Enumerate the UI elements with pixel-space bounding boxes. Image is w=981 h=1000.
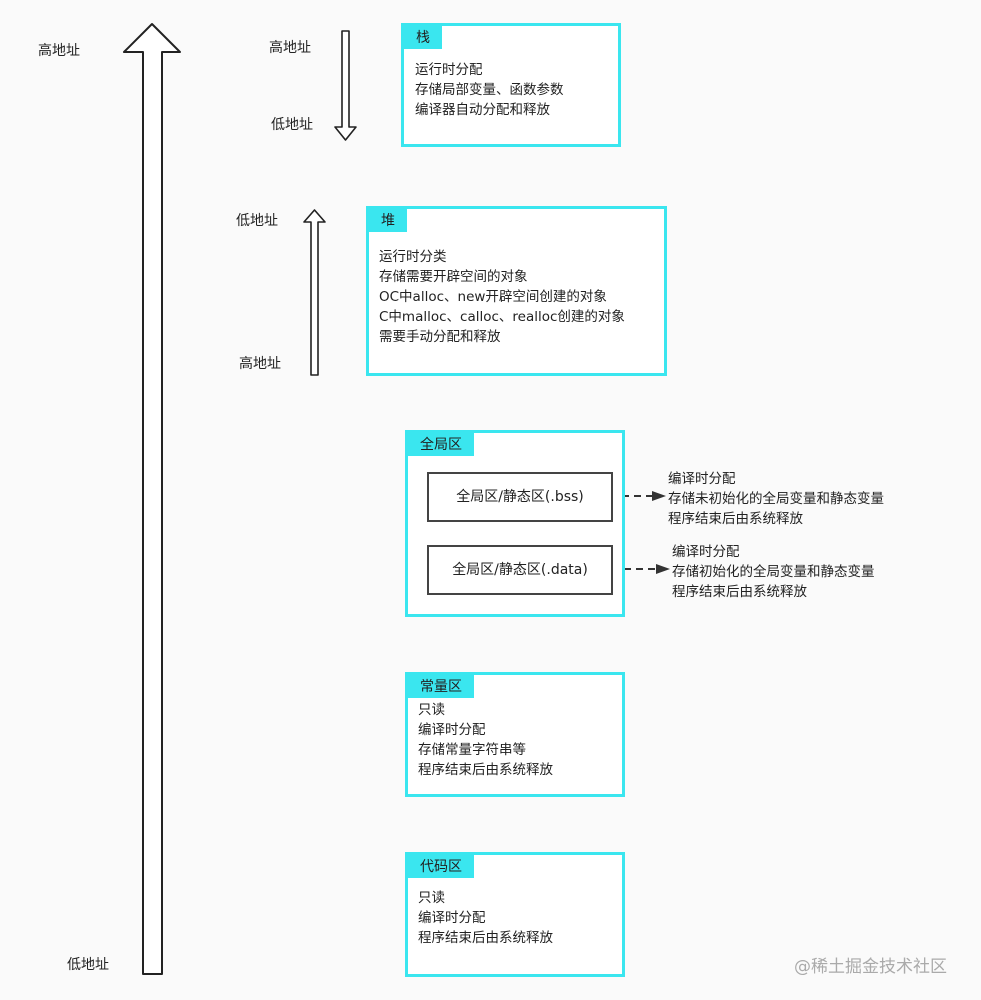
stack-tag: 栈 xyxy=(404,26,442,49)
code-box: 代码区 只读 编译时分配 程序结束后由系统释放 xyxy=(405,852,625,977)
bss-note: 存储未初始化的全局变量和静态变量 xyxy=(668,491,884,507)
address-axis-arrow xyxy=(123,23,181,975)
stack-arrow-top-label: 高地址 xyxy=(269,40,311,56)
code-line: 只读 xyxy=(418,890,445,906)
stack-down-arrow xyxy=(334,30,357,141)
stack-line: 运行时分配 xyxy=(415,62,483,78)
data-note: 编译时分配 xyxy=(672,544,740,560)
code-tag: 代码区 xyxy=(408,855,474,878)
heap-tag: 堆 xyxy=(369,209,407,232)
constant-line: 存储常量字符串等 xyxy=(418,742,526,758)
heap-up-arrow xyxy=(303,209,326,376)
heap-lines: 运行时分类 存储需要开辟空间的对象 OC中alloc、new开辟空间创建的对象 … xyxy=(379,247,625,347)
constant-line: 程序结束后由系统释放 xyxy=(418,762,553,778)
constant-tag: 常量区 xyxy=(408,675,474,698)
bss-note: 编译时分配 xyxy=(668,471,736,487)
constant-line: 只读 xyxy=(418,702,445,718)
data-note: 程序结束后由系统释放 xyxy=(672,584,807,600)
code-line: 编译时分配 xyxy=(418,910,486,926)
heap-line: C中malloc、calloc、realloc创建的对象 xyxy=(379,309,625,325)
constant-line: 编译时分配 xyxy=(418,722,486,738)
bss-notes: 编译时分配 存储未初始化的全局变量和静态变量 程序结束后由系统释放 xyxy=(668,469,884,529)
stack-lines: 运行时分配 存储局部变量、函数参数 编译器自动分配和释放 xyxy=(415,60,564,120)
heap-line: 运行时分类 xyxy=(379,249,447,265)
axis-top-label: 高地址 xyxy=(38,43,80,59)
constant-box: 常量区 只读 编译时分配 存储常量字符串等 程序结束后由系统释放 xyxy=(405,672,625,797)
stack-arrow-bottom-label: 低地址 xyxy=(271,117,313,133)
heap-box: 堆 运行时分类 存储需要开辟空间的对象 OC中alloc、new开辟空间创建的对… xyxy=(366,206,667,376)
bss-connector-head xyxy=(652,491,666,501)
axis-bottom-label: 低地址 xyxy=(67,957,109,973)
data-box: 全局区/静态区(.data) xyxy=(427,545,613,595)
code-lines: 只读 编译时分配 程序结束后由系统释放 xyxy=(418,888,553,948)
heap-arrow-bottom-label: 高地址 xyxy=(239,356,281,372)
stack-box: 栈 运行时分配 存储局部变量、函数参数 编译器自动分配和释放 xyxy=(401,23,621,147)
data-note: 存储初始化的全局变量和静态变量 xyxy=(672,564,875,580)
stack-line: 编译器自动分配和释放 xyxy=(415,102,550,118)
data-notes: 编译时分配 存储初始化的全局变量和静态变量 程序结束后由系统释放 xyxy=(672,542,875,602)
stack-line: 存储局部变量、函数参数 xyxy=(415,82,564,98)
global-box: 全局区 全局区/静态区(.bss) 全局区/静态区(.data) xyxy=(405,430,625,617)
heap-arrow-top-label: 低地址 xyxy=(236,213,278,229)
constant-lines: 只读 编译时分配 存储常量字符串等 程序结束后由系统释放 xyxy=(418,700,553,780)
bss-note: 程序结束后由系统释放 xyxy=(668,511,803,527)
global-tag: 全局区 xyxy=(408,433,474,456)
heap-line: 需要手动分配和释放 xyxy=(379,329,501,345)
heap-line: 存储需要开辟空间的对象 xyxy=(379,269,528,285)
heap-line: OC中alloc、new开辟空间创建的对象 xyxy=(379,289,607,305)
watermark: @稀土掘金技术社区 xyxy=(794,957,947,977)
code-line: 程序结束后由系统释放 xyxy=(418,930,553,946)
data-connector-head xyxy=(656,564,670,574)
bss-box: 全局区/静态区(.bss) xyxy=(427,472,613,522)
